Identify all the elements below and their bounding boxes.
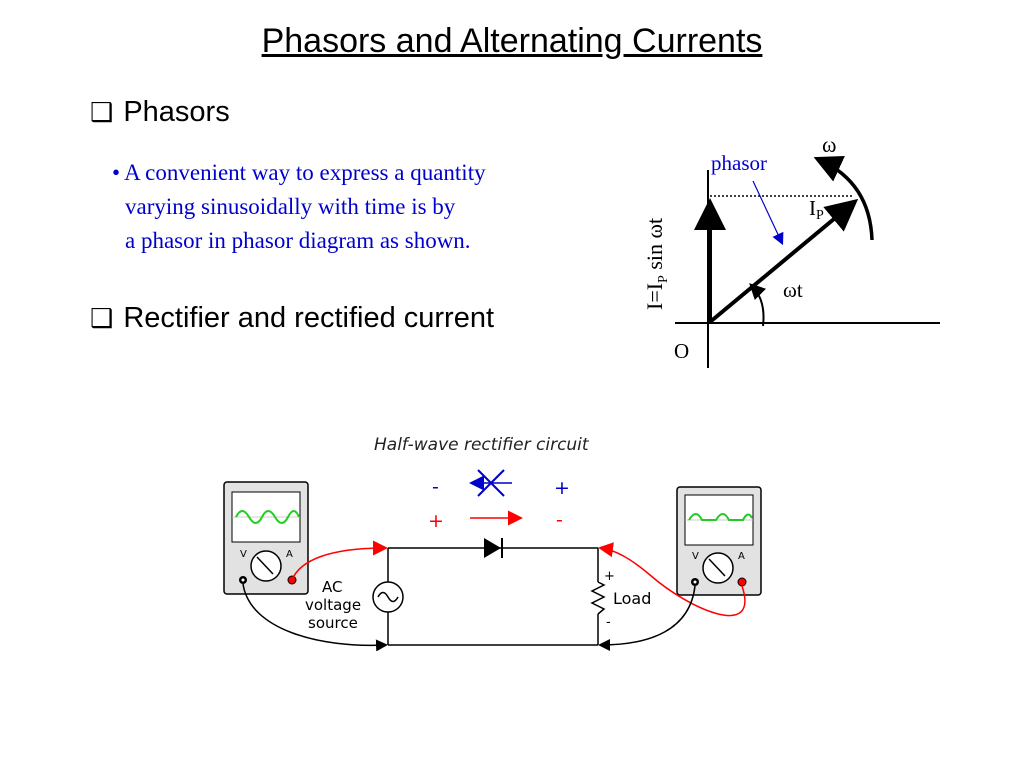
meter-dial-icon [702, 552, 734, 584]
bullet-line-1: A convenient way to express a quantity [124, 160, 486, 185]
bullet-line-2: varying sinusoidally with time is by [125, 194, 456, 219]
ac-source-icon [372, 581, 404, 613]
ip-label: IP [809, 196, 824, 223]
slide-title: Phasors and Alternating Currents [261, 22, 763, 60]
top-plus: + [554, 477, 570, 499]
y-axis-label: I=IP sin ωt [642, 218, 671, 310]
section-phasors: ❑ Phasors [90, 96, 230, 129]
bottom-minus: - [556, 509, 563, 531]
rotation-arrow [813, 156, 874, 241]
source-label-1: AC [322, 578, 342, 596]
svg-text:A: A [738, 551, 745, 562]
load-minus: - [606, 615, 611, 630]
bottom-plus: + [428, 510, 444, 532]
right-black-lead [598, 585, 696, 651]
left-red-lead [291, 540, 388, 581]
angle-label: ωt [783, 278, 803, 302]
resistor-icon [590, 581, 606, 615]
section-rectifier-label: Rectifier and rectified current [123, 302, 495, 334]
phasor-description: •A convenient way to express a quantity … [112, 156, 486, 258]
bullet-dot-icon: • [112, 160, 121, 185]
source-label-3: source [308, 614, 358, 632]
bullet-line-3: a phasor in phasor diagram as shown. [125, 228, 471, 253]
phasor-label: phasor [711, 151, 767, 175]
omega-label: ω [822, 132, 836, 157]
phasor-arrow [708, 198, 859, 324]
origin-label: O [674, 339, 689, 363]
section-rectifier: ❑ Rectifier and rectified current [90, 302, 494, 335]
angle-arc [749, 283, 767, 327]
diode-icon [484, 538, 501, 558]
checkbox-bullet-icon: ❑ [90, 303, 114, 333]
checkbox-bullet-icon: ❑ [90, 97, 114, 127]
sine-wave-trace [235, 510, 300, 524]
right-oscilloscope-meter: V A [676, 486, 762, 596]
rectifier-circuit: Half-wave rectifier circuit AC voltage s… [223, 435, 762, 652]
circuit-title: Half-wave rectifier circuit [374, 435, 590, 455]
svg-text:A: A [286, 549, 293, 560]
load-plus: + [604, 569, 615, 584]
left-oscilloscope-meter: V A [223, 481, 309, 595]
svg-text:V: V [692, 551, 699, 562]
right-red-lead [598, 542, 746, 617]
cross-icon [477, 469, 505, 497]
top-minus: - [432, 476, 439, 498]
rectified-wave-trace [688, 513, 753, 521]
left-black-lead [242, 583, 388, 652]
load-label: Load [613, 589, 651, 608]
section-phasors-label: Phasors [123, 96, 230, 128]
phasor-pointer [752, 180, 784, 246]
meter-dial-icon [250, 550, 282, 582]
svg-text:V: V [240, 549, 247, 560]
source-label-2: voltage [305, 596, 361, 614]
